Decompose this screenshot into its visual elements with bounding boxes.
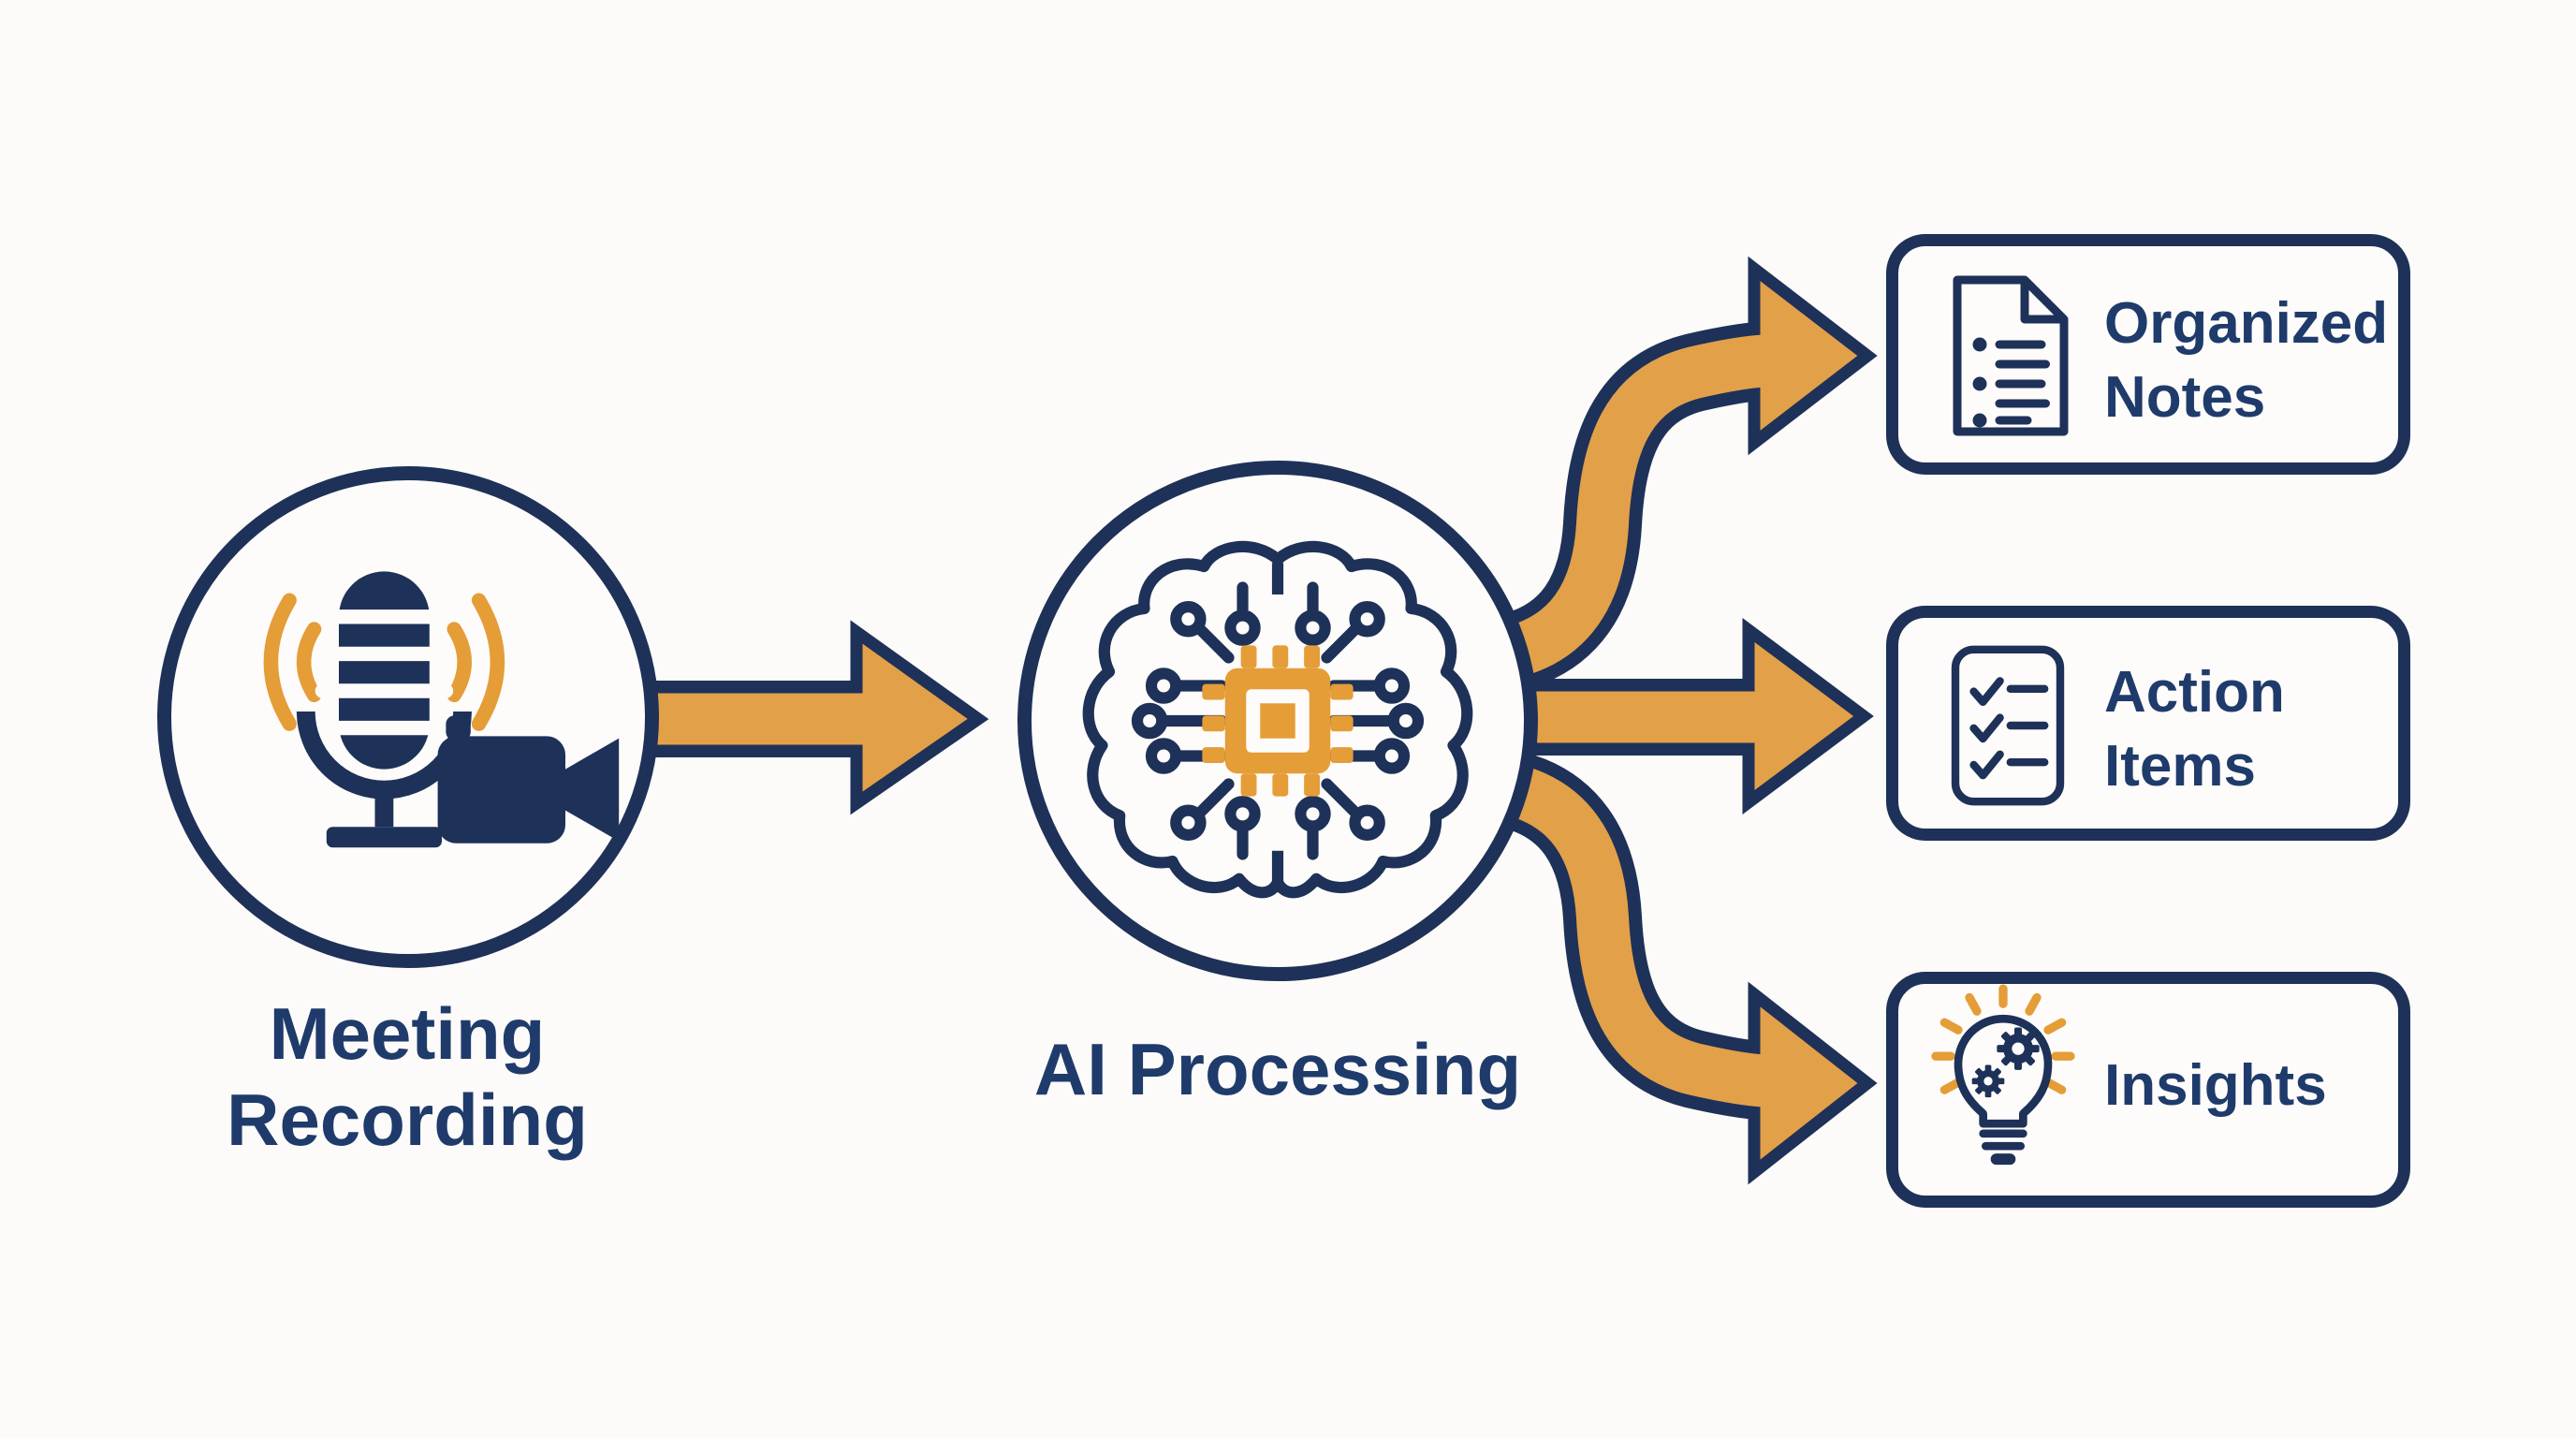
checklist-icon (1951, 645, 2065, 806)
arrow-input-to-process (646, 620, 989, 815)
insights-label: Insights (2104, 1053, 2327, 1118)
arrow-process-to-actions (1535, 618, 1874, 814)
document-notes-icon (1953, 275, 2069, 436)
arrow-process-to-insights (1488, 747, 1878, 1185)
organized-notes-label: Organized Notes (2104, 291, 2389, 431)
action-items-label: Action Items (2104, 660, 2285, 800)
meeting-recording-label: Meeting Recording (227, 992, 588, 1162)
chip-icon (1202, 645, 1354, 797)
ai-processing-label: AI Processing (1033, 1028, 1522, 1110)
circuit-nodes-icon (1131, 601, 1425, 841)
light-rays-icon (1931, 984, 2075, 1094)
gears-icon (1971, 1027, 2040, 1098)
lightbulb-gears-icon (1931, 984, 2075, 1166)
bulb-base (1979, 1129, 2027, 1151)
arrow-process-to-notes (1488, 256, 1878, 695)
bulb-base-cap (1990, 1153, 2016, 1166)
sound-waves-icon (263, 593, 505, 731)
video-camera-icon (437, 715, 620, 844)
ai-brain-chip-icon (1082, 540, 1473, 899)
microphone-icon (296, 571, 472, 848)
microphone-video-camera-icon (263, 571, 620, 848)
